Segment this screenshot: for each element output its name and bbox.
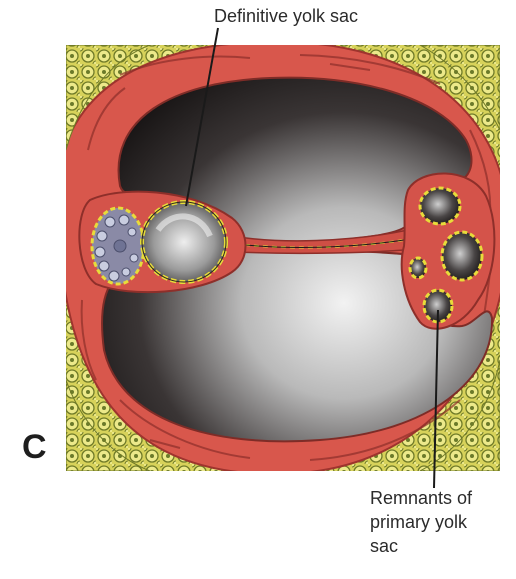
- label-remnants-line-1: Remnants of: [370, 486, 472, 510]
- label-remnants-line-3: sac: [370, 534, 472, 558]
- label-remnants-line-2: primary yolk: [370, 510, 472, 534]
- label-remnants-primary-yolk-sac: Remnants of primary yolk sac: [370, 486, 472, 558]
- label-definitive-yolk-sac: Definitive yolk sac: [214, 4, 358, 28]
- panel-letter: C: [22, 428, 47, 467]
